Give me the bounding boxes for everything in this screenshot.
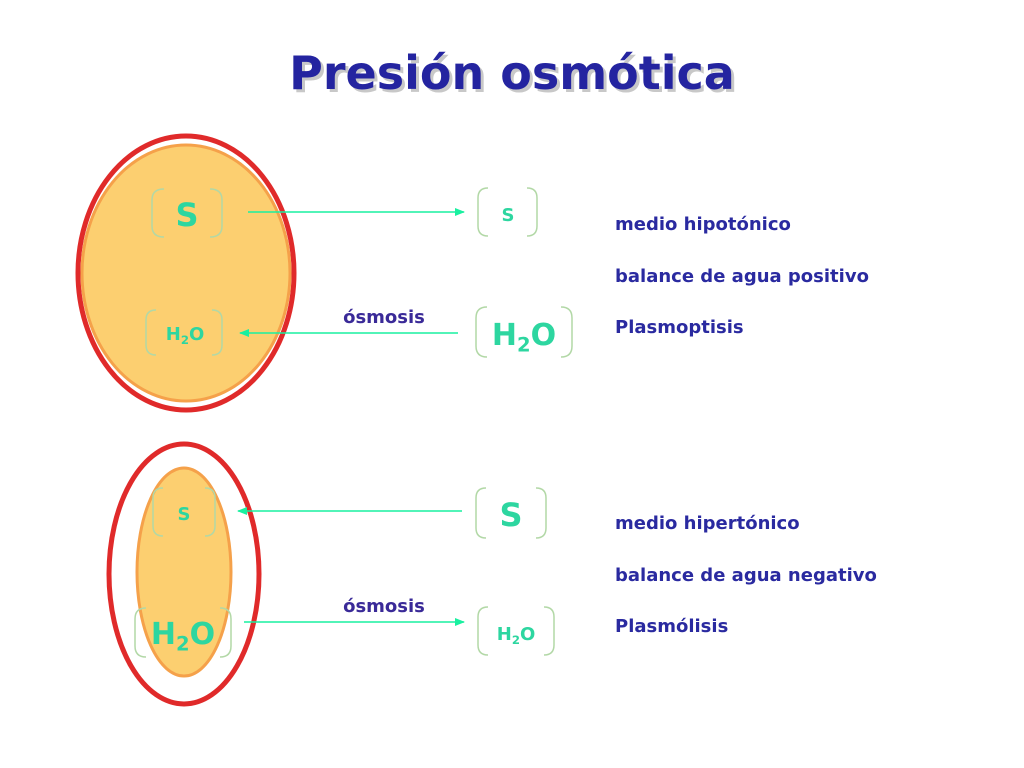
page-title: Presión osmótica: [289, 46, 735, 100]
top-panel: S H2O S H2O ósmosis medio hipotónico bal…: [75, 133, 869, 413]
top-inner-water-bracket: [145, 309, 223, 356]
bottom-cell: [135, 466, 233, 678]
top-inner-water: H2O: [166, 324, 205, 347]
bottom-inner-solute-bracket: [152, 487, 216, 537]
top-inner-solute: S: [175, 196, 198, 234]
top-cell-membrane: [75, 133, 297, 413]
top-info-balance: balance de agua positivo: [615, 266, 869, 287]
bottom-inner-water-bracket: [134, 607, 232, 658]
top-outer-water-bracket: [475, 306, 573, 358]
top-outer-solute-bracket: [477, 187, 538, 237]
bottom-info-effect: Plasmólisis: [615, 616, 728, 637]
bottom-inner-solute: S: [178, 504, 191, 525]
top-outer-solute: S: [502, 205, 515, 226]
bottom-inner-water: H2O: [151, 617, 215, 656]
top-outer-water: H2O: [492, 318, 556, 357]
top-info-effect: Plasmoptisis: [615, 317, 744, 338]
top-cell: [80, 143, 292, 403]
bottom-panel: S H2O S H2O ósmosis medio hipertónico ba…: [106, 441, 877, 707]
bottom-outer-water-bracket: [477, 606, 555, 656]
top-inner-solute-bracket: [151, 188, 223, 238]
bottom-outer-solute: S: [499, 496, 522, 534]
bottom-info-medium: medio hipertónico: [615, 513, 800, 534]
bottom-outer-water: H2O: [497, 624, 536, 647]
bottom-outer-solute-bracket: [475, 487, 547, 539]
bottom-info-balance: balance de agua negativo: [615, 565, 877, 586]
title-shadow: Presión osmótica: [292, 49, 738, 103]
top-osmosis-label: ósmosis: [343, 307, 425, 328]
bottom-osmosis-label: ósmosis: [343, 596, 425, 617]
bottom-cell-membrane: [106, 441, 262, 707]
top-info-medium: medio hipotónico: [615, 214, 791, 235]
